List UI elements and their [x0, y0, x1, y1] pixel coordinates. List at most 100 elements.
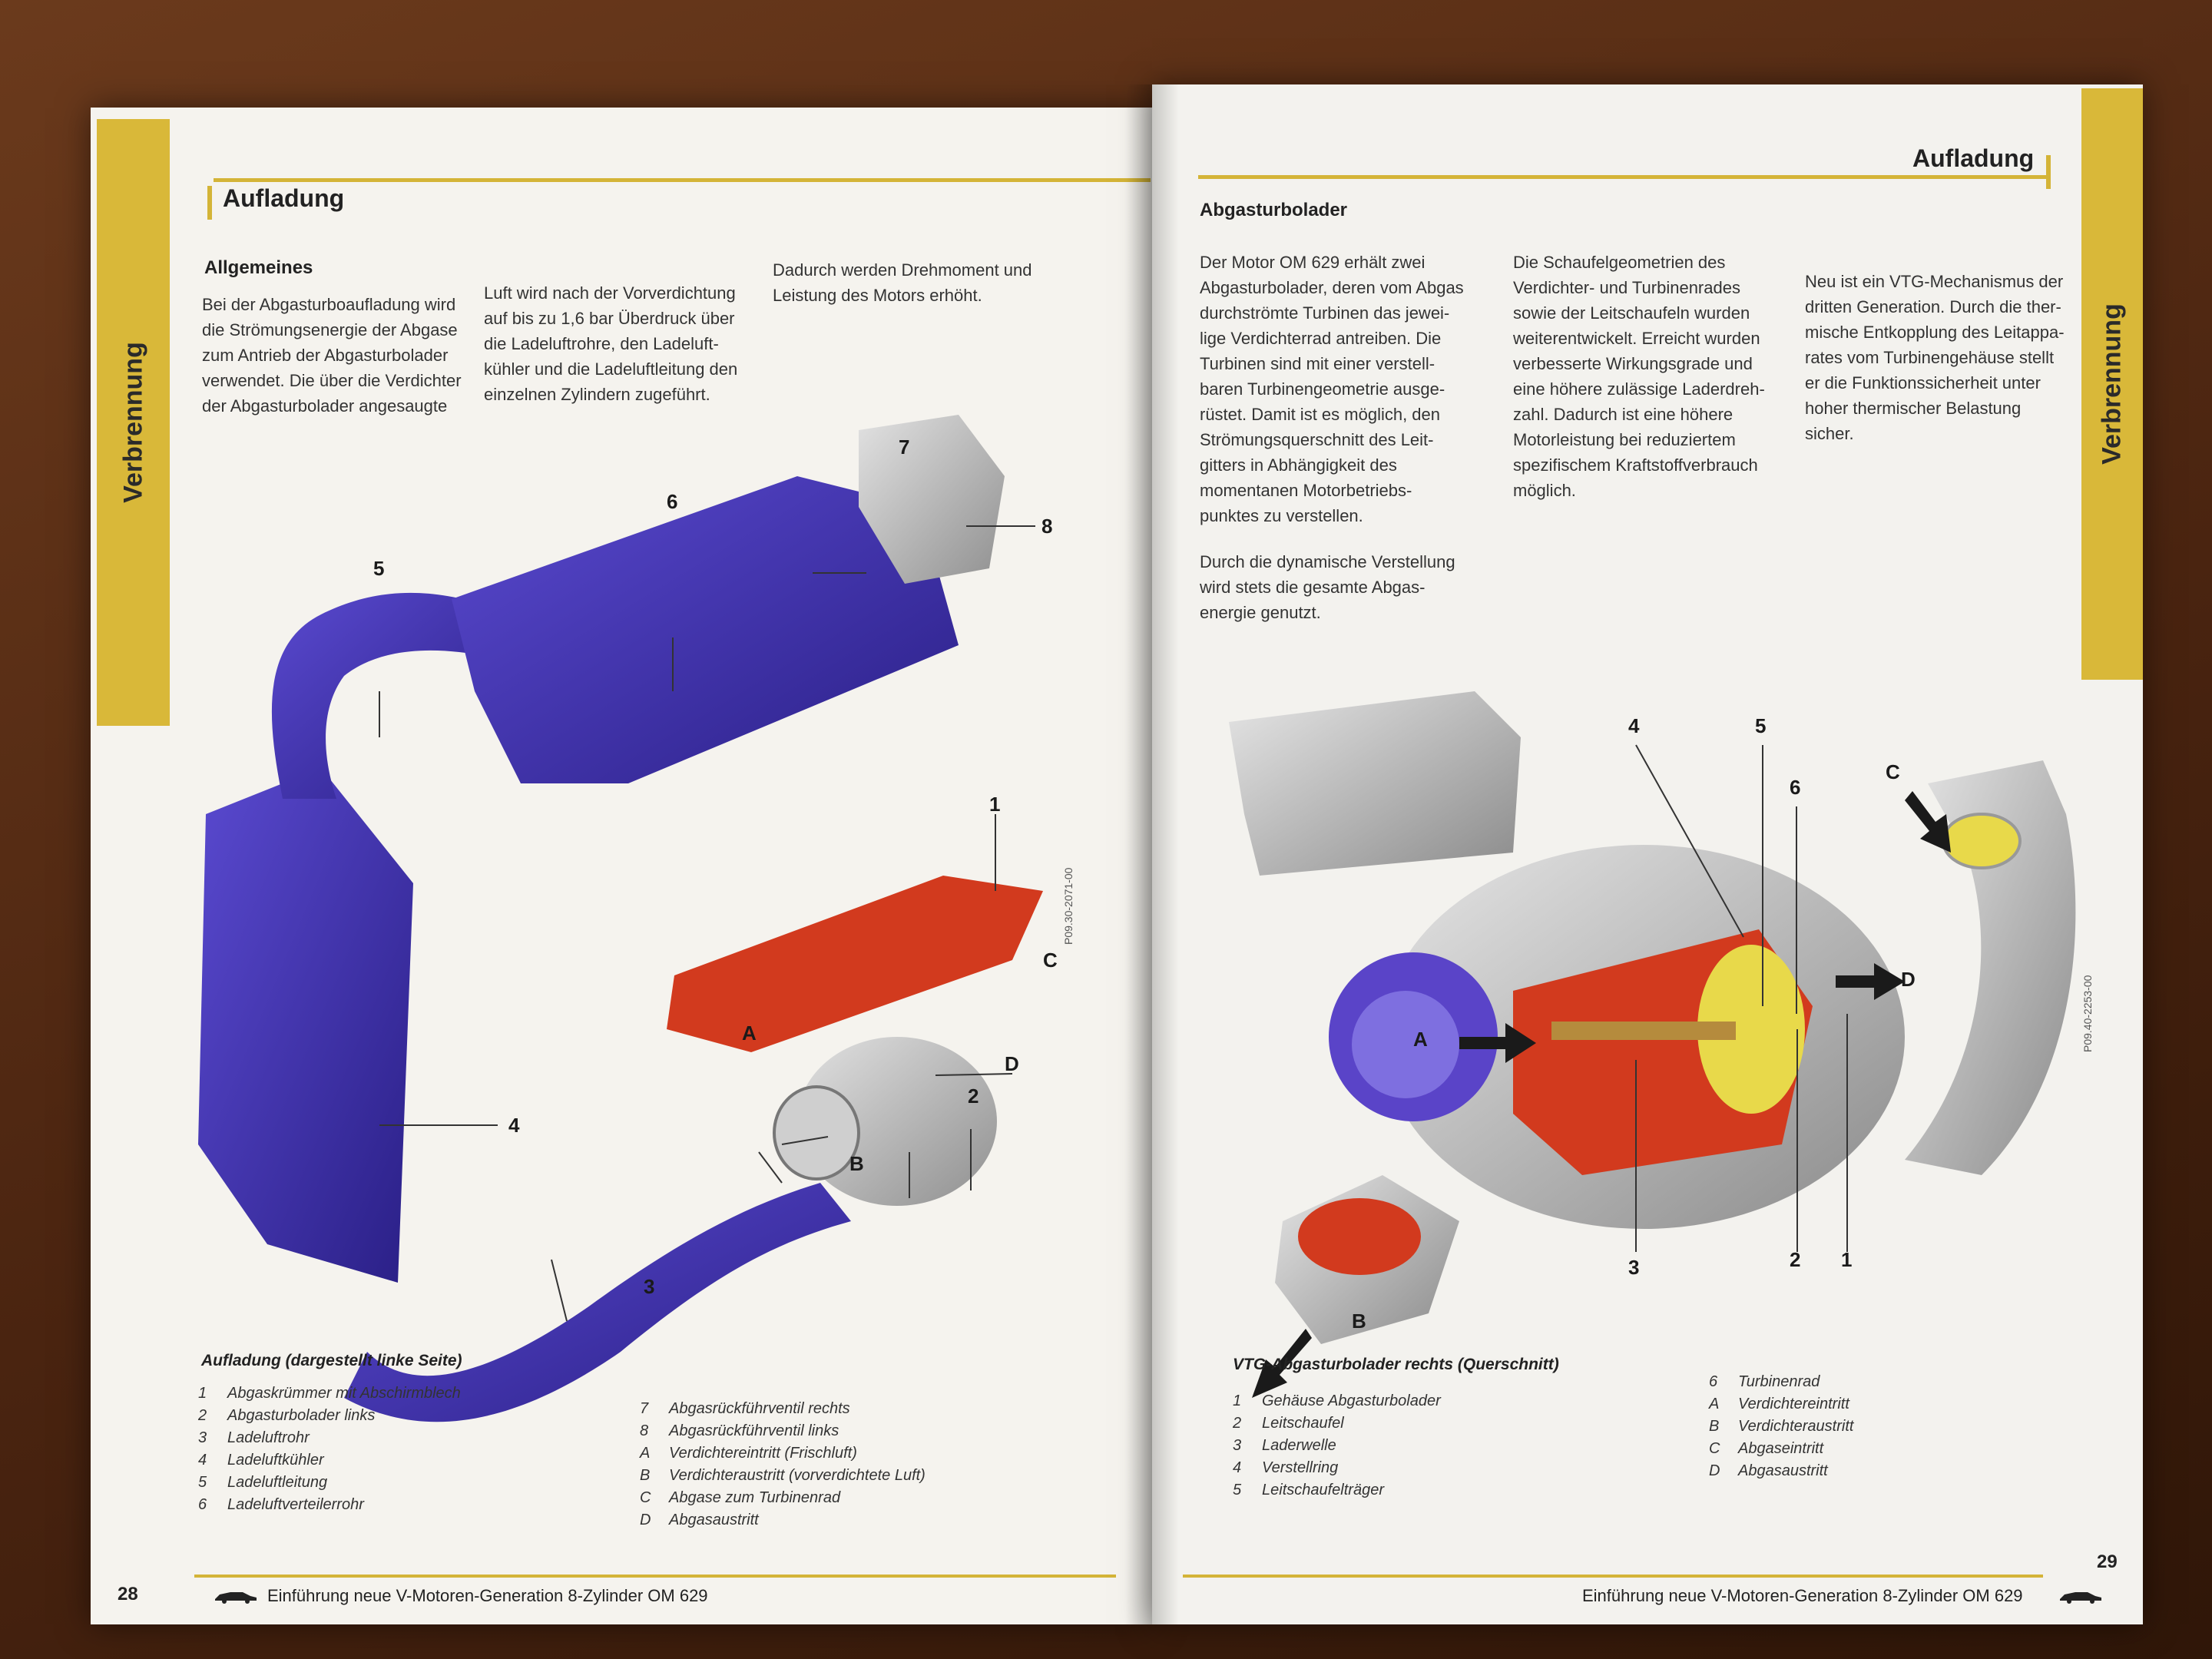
legend-key: 7 [640, 1400, 649, 1417]
text-line: verbesserte Wirkungsgrade und [1513, 354, 1753, 373]
charge-air-distributor [452, 476, 959, 783]
left-section-title: Aufladung [223, 184, 345, 212]
legend-item: 7 Abgasrückführventil rechts [640, 1398, 1070, 1420]
legend-key: 2 [1233, 1415, 1242, 1432]
legend-key: 3 [1233, 1437, 1242, 1454]
left-page: Verbrennung Aufladung Allgemeines Bei de… [91, 108, 1152, 1624]
callout-2: 2 [968, 1084, 979, 1108]
legend-text: Abgasaustritt [1738, 1462, 1828, 1479]
legend-text: Abgasrückführventil links [669, 1422, 839, 1439]
text-line: Durch die dynamische Verstellung [1200, 552, 1455, 571]
legend-text: Abgasrückführventil rechts [669, 1400, 850, 1417]
text-line: durchströmte Turbinen das jewei- [1200, 303, 1450, 323]
legend-key: 2 [198, 1407, 207, 1424]
right-caption-title: VTG-Abgasturbolader rechts (Querschnitt) [1233, 1356, 1559, 1373]
text-line: momentanen Motorbetriebs- [1200, 481, 1412, 500]
legend-key: D [1709, 1462, 1720, 1479]
legend-key: A [640, 1445, 651, 1462]
left-subheading: Allgemeines [204, 257, 313, 278]
text-line: Dadurch werden Drehmoment und [773, 260, 1032, 280]
left-footer-text: Einführung neue V-Motoren-Generation 8-Z… [267, 1586, 708, 1605]
callout-B-right: B [1352, 1310, 1366, 1333]
text-line: gitters in Abhängigkeit des [1200, 455, 1397, 475]
left-caption-title: Aufladung (dargestellt linke Seite) [201, 1352, 462, 1369]
left-title-bar [207, 186, 212, 220]
legend-text: Leitschaufel [1262, 1415, 1344, 1432]
right-title-rule [1198, 175, 2051, 179]
text-line: rüstet. Damit ist es möglich, den [1200, 405, 1441, 424]
legend-text: Verdichtereintritt (Frischluft) [669, 1445, 857, 1462]
callout-D-left: D [1005, 1052, 1019, 1075]
callout-3: 3 [644, 1275, 655, 1298]
text-line: mische Entkopplung des Leitappa- [1805, 323, 2065, 342]
legend-item: A Verdichtereintritt [1709, 1393, 2039, 1416]
callout-1-right: 1 [1841, 1248, 1853, 1271]
text-line: Motorleistung bei reduziertem [1513, 430, 1736, 449]
text-line: einzelnen Zylindern zugeführt. [484, 385, 710, 404]
legend-key: A [1709, 1396, 1720, 1412]
legend-text: Verstellring [1262, 1459, 1339, 1476]
text-line: spezifischem Kraftstoffverbrauch [1513, 455, 1758, 475]
callout-1: 1 [989, 793, 1001, 816]
legend-key: 5 [198, 1474, 207, 1491]
callout-C-left: C [1043, 949, 1058, 972]
egr-valves [859, 415, 1005, 584]
text-line: Abgasturbolader, deren vom Abgas [1200, 278, 1464, 297]
text-line: dritten Generation. Durch die ther- [1805, 297, 2061, 316]
callout-8: 8 [1041, 515, 1053, 538]
legend-item: A Verdichtereintritt (Frischluft) [640, 1442, 1070, 1465]
left-footer-rule [194, 1575, 1116, 1578]
legend-key: C [640, 1489, 651, 1506]
legend-key: 4 [1233, 1459, 1242, 1476]
legend-text: Ladeluftleitung [227, 1474, 328, 1491]
vtg-turbocharger-cutaway [1229, 691, 2076, 1398]
text-line: weiterentwickelt. Erreicht wurden [1513, 329, 1760, 348]
legend-item: 5 Ladeluftleitung [198, 1472, 567, 1494]
text-line: lige Verdichterrad antreiben. Die [1200, 329, 1442, 348]
right-figure-code: P09.40-2253-00 [2081, 975, 2094, 1052]
text-line: zahl. Dadurch ist eine höhere [1513, 405, 1734, 424]
callout-7: 7 [899, 435, 910, 459]
legend-key: D [640, 1512, 651, 1528]
right-page: Verbrennung Aufladung Abgasturbolader De… [1152, 84, 2143, 1624]
text-line: Leistung des Motors erhöht. [773, 286, 982, 305]
intercooler-charge-air-diagram [198, 415, 1043, 1422]
legend-text: Verdichtereintritt [1738, 1396, 1849, 1412]
text-line: sicher. [1805, 424, 1854, 443]
callout-2-right: 2 [1790, 1248, 1801, 1271]
callout-D-right: D [1901, 968, 1916, 991]
text-line: der Abgasturbolader angesaugte [202, 396, 448, 416]
right-subheading: Abgasturbolader [1200, 200, 1348, 220]
legend-text: Verdichteraustritt [1738, 1418, 1854, 1435]
callout-4: 4 [508, 1114, 520, 1137]
legend-text: Ladeluftrohr [227, 1429, 310, 1446]
legend-item: 2 Leitschaufel [1233, 1412, 1578, 1435]
text-line: möglich. [1513, 481, 1576, 500]
charge-air-pipe-lower [344, 1183, 851, 1422]
text-line: punktes zu verstellen. [1200, 506, 1363, 525]
right-title-bar [2046, 155, 2051, 189]
legend-key: 1 [1233, 1392, 1242, 1409]
text-line: er die Funktionssicherheit unter [1805, 373, 2041, 392]
callout-5: 5 [373, 557, 385, 580]
shaft [1551, 1022, 1736, 1040]
right-footer-text: Einführung neue V-Motoren-Generation 8-Z… [1582, 1586, 2023, 1605]
